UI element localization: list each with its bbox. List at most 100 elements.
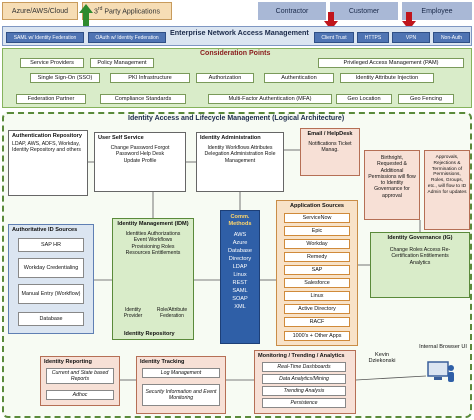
computer-user-icon (426, 360, 456, 386)
self-service-text: Change Password Forgot Password Help Des… (110, 145, 170, 164)
consideration-item: Geo Fencing (398, 94, 454, 104)
identity-governance-panel: Identity Governance (IG) Change Roles Ac… (370, 232, 470, 298)
browser-label: Internal Browser UI (419, 344, 467, 350)
comm-method-item: Directory (228, 256, 252, 262)
saml-chip: SAML w/ Identity Federation (6, 32, 84, 43)
contractor-label: Contractor (275, 7, 309, 15)
tracking-item: Security Information and Event Monitorin… (142, 384, 220, 406)
third-party-label: 3rd Party Applications (94, 6, 160, 16)
self-service-panel: User Self Service Change Password Forgot… (94, 132, 186, 192)
application-sources-title: Application Sources (289, 203, 345, 209)
comm-method-item: Database (228, 248, 252, 254)
auth-repository-title: Authentication Repository (12, 133, 82, 139)
comm-methods-panel: Comm. Methods AWS Azure Database Directo… (220, 210, 260, 344)
comm-method-item: LDAP (232, 264, 248, 270)
monitoring-item: Trending Analysis (262, 386, 346, 396)
role-attribute-label: Role/Attribute Federation (156, 307, 188, 319)
auth-repository-text: LDAP, AWS, ADFS, Workday, Identity Repos… (12, 141, 81, 154)
identity-governance-title: Identity Governance (IG) (387, 235, 453, 241)
birthright-panel: Birthright, Requested & Additional Permi… (364, 150, 420, 220)
consideration-title: Consideration Points (200, 50, 271, 57)
comm-method-item: AWS (233, 232, 247, 238)
enam-title: Enterprise Network Access Management (170, 28, 309, 37)
employee-box: Employee (402, 2, 472, 20)
down-arrow-stem-1 (328, 12, 334, 21)
comm-methods-title: Comm. Methods (228, 214, 252, 227)
source-item: Manual Entry (Workflow) (18, 284, 84, 304)
identity-governance-text: Change Roles Access Re-Certification Ent… (389, 247, 451, 266)
self-service-title: User Self Service (98, 135, 144, 141)
comm-method-item: SOAP (232, 296, 248, 302)
non-auth-chip: Non-Auth (433, 32, 470, 43)
authoritative-sources-title: Authoritative ID Sources (12, 227, 78, 233)
idm-text: Identities Authorizations Event Workflow… (125, 231, 181, 256)
monitoring-item: Real-Time Dashboards (262, 362, 346, 372)
app-source-item: RACF (284, 317, 350, 327)
azure-aws-cloud-box: Azure/AWS/Cloud (2, 2, 78, 20)
consideration-item: Compliance Standards (100, 94, 186, 104)
customer-label: Customer (348, 7, 380, 15)
approvals-panel: Approvals, Rejections & Termination of P… (424, 150, 470, 230)
approvals-text: Approvals, Rejections & Termination of P… (427, 155, 467, 195)
consideration-item: Single Sign-On (SSO) (30, 73, 100, 83)
client-trust-chip: Client Trust (314, 32, 354, 43)
helpdesk-text: Notifications Ticket Manag. (308, 141, 352, 154)
iam-title: Identity Access and Lifecycle Management… (128, 115, 345, 122)
idm-panel: Identity Management (IDM) Identities Aut… (112, 218, 194, 340)
report-item: Current and State based Reports (46, 368, 114, 384)
app-source-item: Epic (284, 226, 350, 236)
contractor-box: Contractor (258, 2, 326, 20)
comm-method-item: SAML (232, 288, 248, 294)
consideration-item: Geo Location (336, 94, 392, 104)
app-source-item: SAP (284, 265, 350, 275)
idm-title: Identity Management (IDM) (117, 221, 189, 227)
up-arrow-stem (83, 13, 89, 26)
consideration-item: Federation Partner (16, 94, 86, 104)
report-item: Adhoc (46, 390, 114, 400)
source-item: Database (18, 312, 84, 326)
identity-admin-text: Identity Workflows Attributes Delegation… (204, 145, 276, 164)
consideration-item: Authentication (264, 73, 334, 83)
consideration-item: PKI Infrastructure (110, 73, 190, 83)
comm-method-item: XML (234, 304, 246, 310)
helpdesk-title: Email / HelpDesk (307, 131, 353, 137)
app-source-item: 1000's + Other Apps (284, 331, 350, 341)
comm-methods-list: AWS Azure Database Directory LDAP Linux … (221, 232, 259, 310)
tracking-item: Log Management (142, 368, 220, 378)
helpdesk-panel: Email / HelpDesk Notifications Ticket Ma… (300, 128, 360, 176)
auth-repository-panel: Authentication Repository LDAP, AWS, ADF… (8, 130, 88, 196)
comm-method-item: Azure (232, 240, 248, 246)
consideration-item: Multi-Factor Authentication (MFA) (208, 94, 332, 104)
consideration-item: Authorization (196, 73, 254, 83)
consideration-item: Policy Management (90, 58, 154, 68)
app-source-item: Active Directory (284, 304, 350, 314)
third-party-apps-box: 3rd Party Applications (82, 2, 172, 20)
consideration-item: Identity Attribute Injection (340, 73, 434, 83)
comm-method-item: REST (232, 280, 248, 286)
employee-label: Employee (421, 7, 453, 15)
identity-admin-panel: Identity Administration Identity Workflo… (196, 132, 284, 192)
down-arrow-icon (402, 21, 416, 30)
azure-label: Azure/AWS/Cloud (11, 7, 69, 15)
identity-admin-title: Identity Administration (200, 135, 261, 141)
app-source-item: Workday (284, 239, 350, 249)
identity-tracking-title: Identity Tracking (140, 359, 185, 365)
birthright-text: Birthright, Requested & Additional Permi… (368, 155, 416, 199)
app-source-item: Salesforce (284, 278, 350, 288)
author-label: Kevin Dziekonski (368, 352, 396, 364)
identity-reporting-title: Identity Reporting (44, 359, 92, 365)
monitoring-item: Data Analytics/Mining (262, 374, 346, 384)
down-arrow-icon (324, 21, 338, 30)
identity-repository-label: Identity Repository (124, 331, 175, 337)
consideration-item: Privileged Access Management (PAM) (318, 58, 464, 68)
down-arrow-stem-2 (406, 12, 412, 21)
app-source-item: Remedy (284, 252, 350, 262)
vpn-chip: VPN (392, 32, 430, 43)
source-item: Workday Credentialing (18, 258, 84, 278)
monitoring-title: Monitoring / Trending / Analytics (258, 353, 345, 359)
app-source-item: ServiceNow (284, 213, 350, 223)
comm-method-item: Linux (233, 272, 247, 278)
source-item: SAP HR (18, 238, 84, 252)
oauth-chip: OAuth w/ Identity Federation (88, 32, 166, 43)
